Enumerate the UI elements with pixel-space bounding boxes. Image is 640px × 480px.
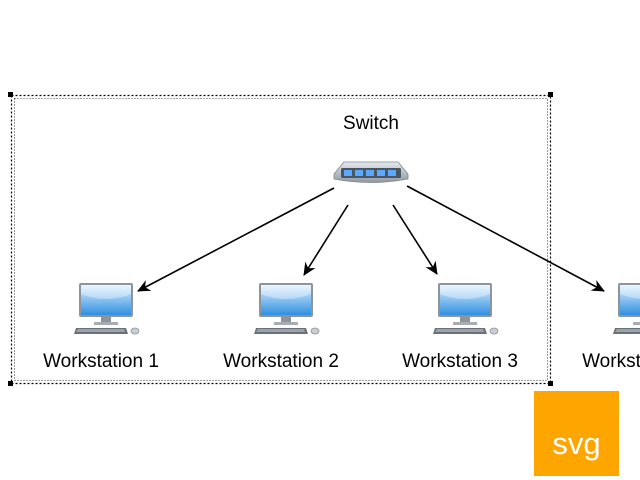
switch-label: Switch (343, 113, 399, 134)
workstation-node-3[interactable]: Workstation 3 (402, 282, 518, 372)
edge-switch-to-workstation-1[interactable] (137, 187, 335, 292)
edge-switch-to-workstation-4[interactable] (406, 185, 605, 292)
svg-badge-label: svg (552, 426, 601, 461)
desktop-computer-icon (432, 282, 499, 335)
desktop-computer-icon (253, 282, 320, 335)
workstation-node-2[interactable]: Workstation 2 (223, 282, 339, 372)
edge-switch-to-workstation-2[interactable] (303, 204, 349, 276)
desktop-computer-icon (73, 282, 140, 335)
workstation-node-4[interactable]: Workstation 4 (582, 282, 640, 372)
resize-handle-top-left[interactable] (8, 92, 13, 97)
workstation-label-3: Workstation 3 (402, 351, 518, 372)
group-frame-inner (14, 98, 548, 381)
network-switch-icon (333, 161, 409, 183)
svg-badge[interactable]: svg (534, 391, 619, 476)
resize-handle-bottom-right[interactable] (548, 381, 553, 386)
resize-handle-top-right[interactable] (548, 92, 553, 97)
workstation-node-1[interactable]: Workstation 1 (43, 282, 159, 372)
group-frame[interactable] (10, 94, 552, 385)
workstation-label-1: Workstation 1 (43, 351, 159, 372)
desktop-computer-icon (612, 282, 640, 335)
edge-switch-to-workstation-3[interactable] (392, 204, 438, 275)
workstation-label-2: Workstation 2 (223, 351, 339, 372)
switch-node[interactable]: Switch (333, 113, 409, 183)
resize-handle-bottom-left[interactable] (8, 381, 13, 386)
workstation-label-4: Workstation 4 (582, 351, 640, 372)
